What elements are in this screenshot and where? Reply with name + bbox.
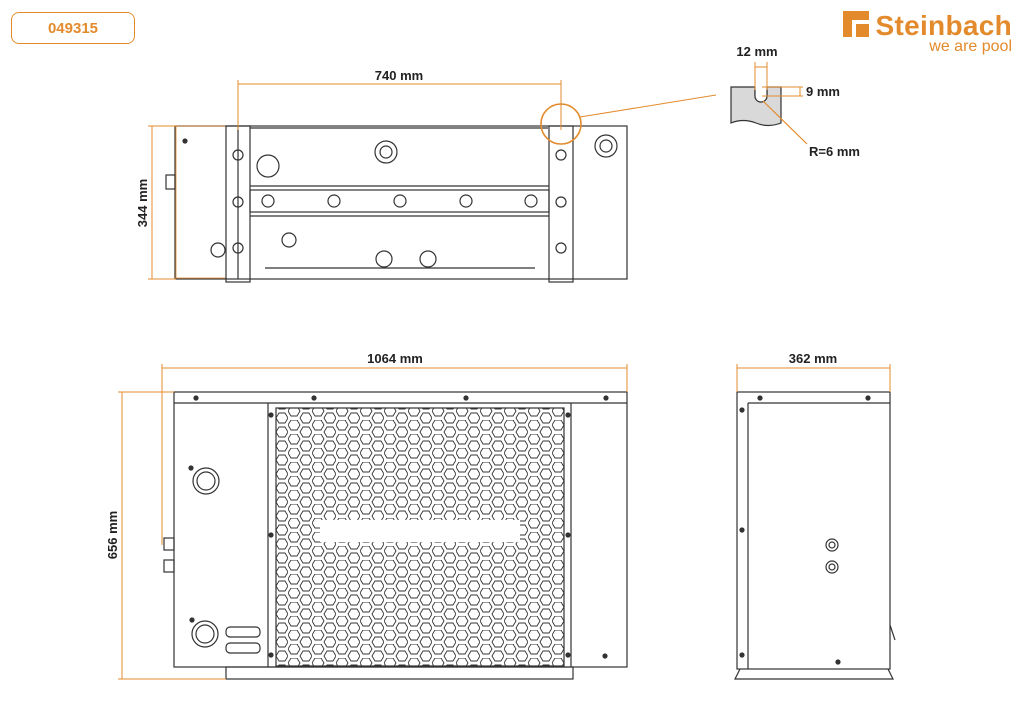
dim-slot-depth: 9 mm (806, 84, 840, 99)
dim-1064 (161, 364, 628, 545)
top-view (165, 94, 717, 283)
dim-slot-radius: R=6 mm (809, 144, 860, 159)
brand-tagline: we are pool (929, 38, 1012, 55)
slot-detail (730, 62, 808, 145)
dim-656 (118, 391, 226, 680)
front-view (163, 391, 628, 680)
steinbach-logo-icon (843, 10, 870, 42)
article-number: 049315 (47, 19, 99, 37)
dim-362 (736, 364, 891, 392)
dim-width: 1064 mm (367, 351, 423, 366)
dim-depth: 362 mm (789, 351, 837, 366)
side-view (734, 391, 896, 680)
dim-slot-width: 12 mm (736, 44, 777, 59)
dim-height: 656 mm (105, 511, 120, 559)
dim-mount-spacing: 740 mm (375, 68, 423, 83)
dim-height-top-view: 344 mm (135, 179, 150, 227)
dim-740 (237, 80, 562, 130)
article-number-badge: 049315 (11, 12, 135, 44)
brand-name: Steinbach (875, 10, 1012, 41)
dim-344 (148, 125, 176, 280)
brand-logo: Steinbach we are pool (843, 10, 1012, 56)
